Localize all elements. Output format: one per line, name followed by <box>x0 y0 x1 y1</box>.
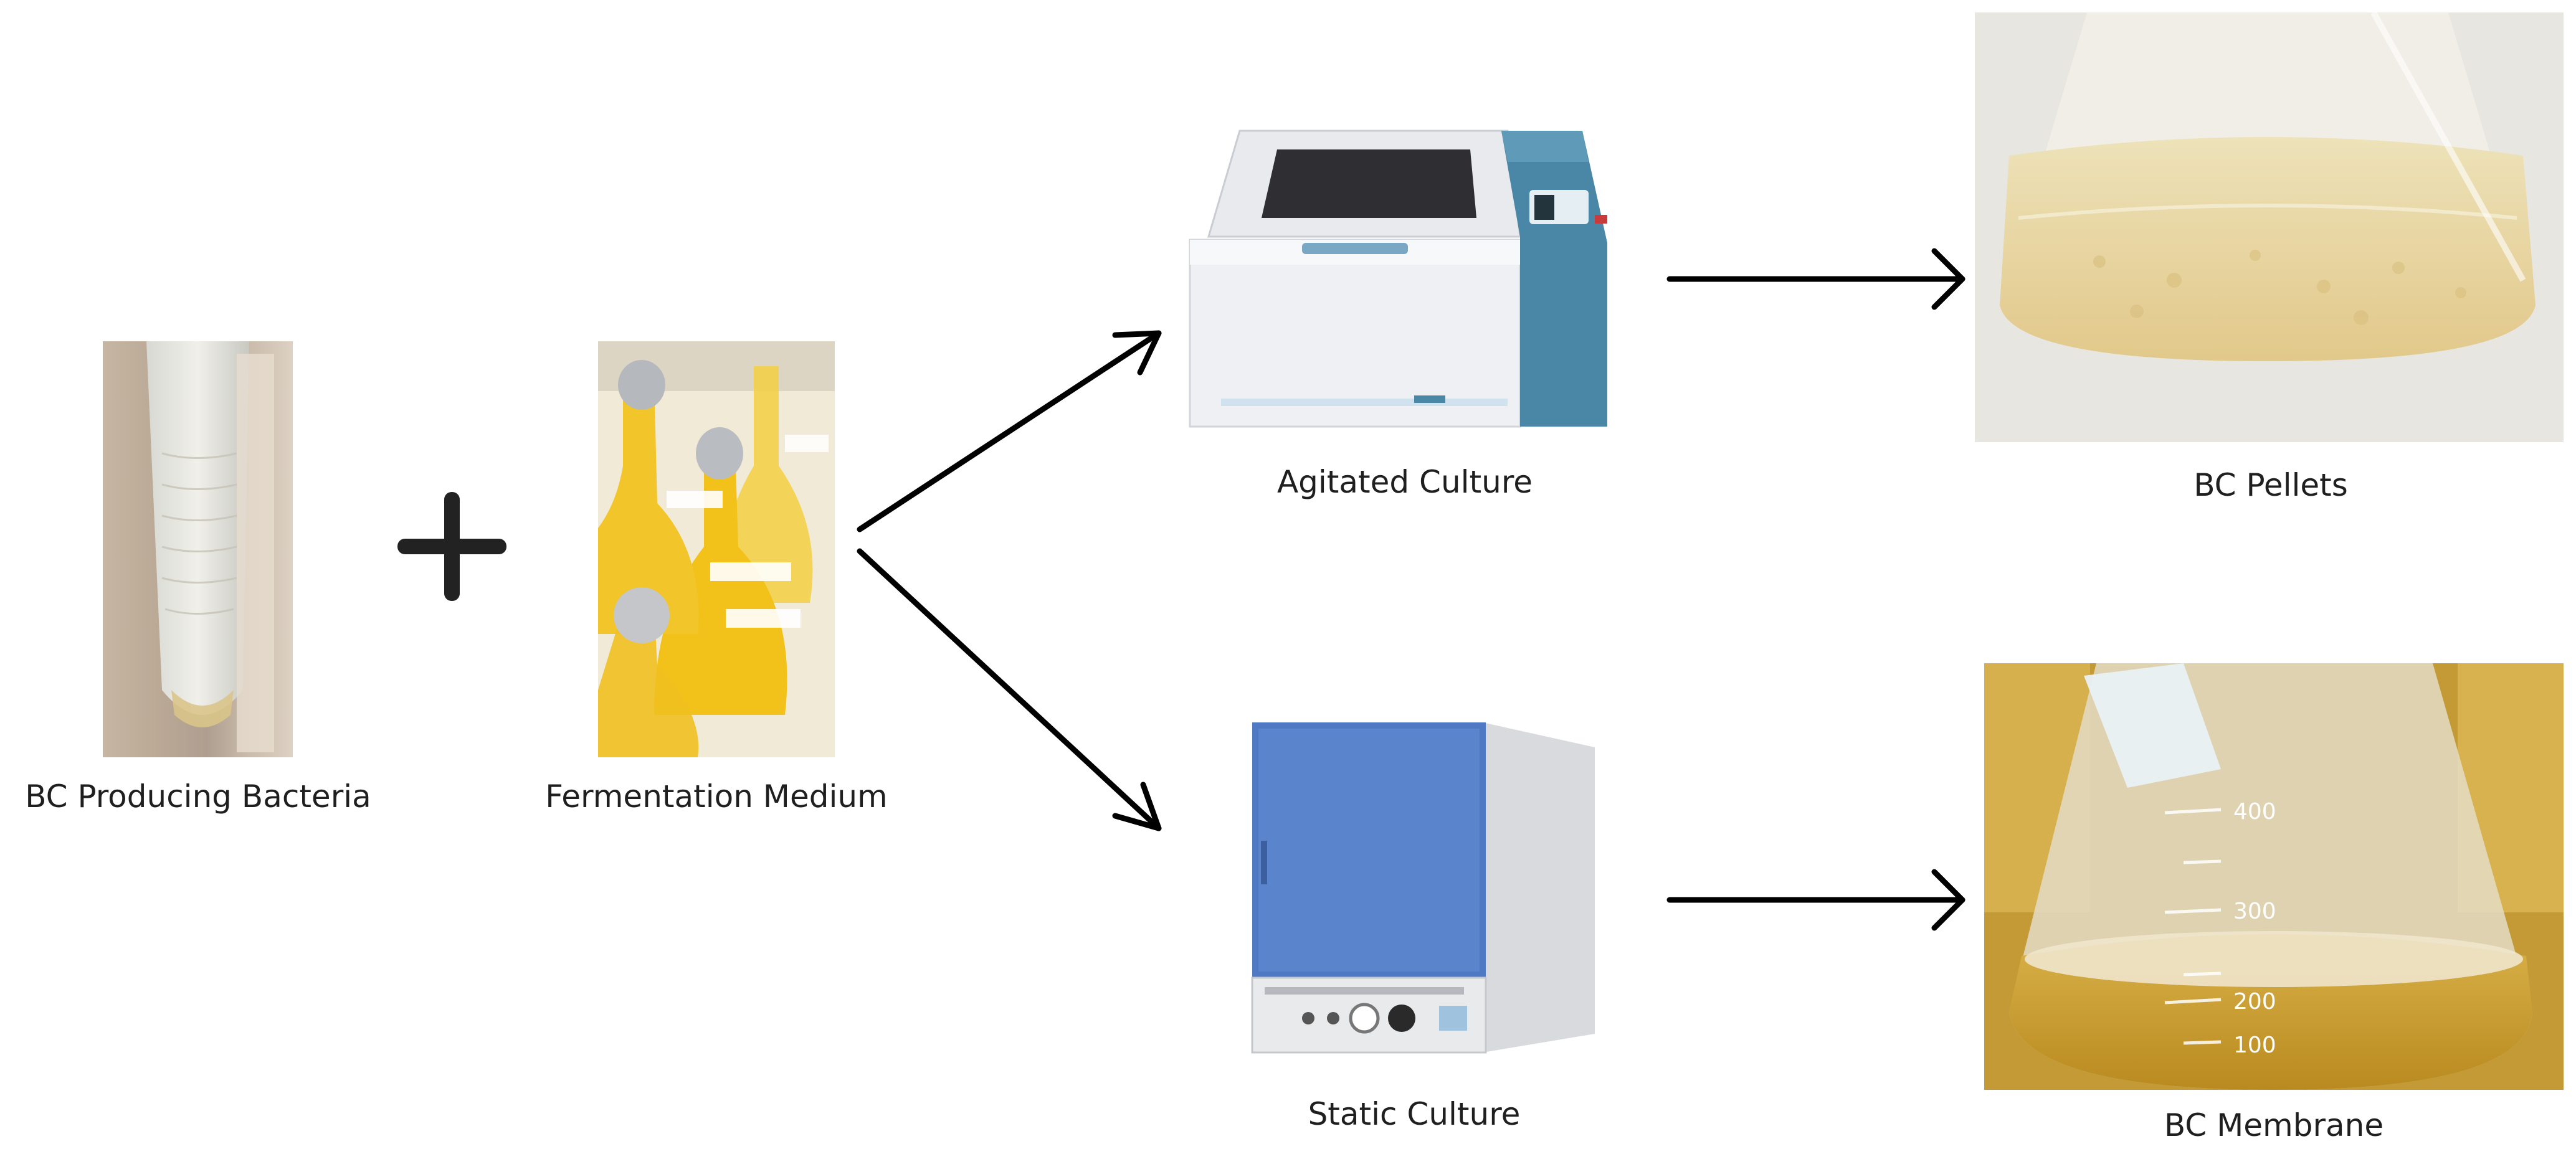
static-culture-label: Static Culture <box>1308 1096 1521 1132</box>
beaker-mark-300: 300 <box>2233 899 2276 924</box>
plus-icon <box>397 492 506 601</box>
static-incubator-image <box>1240 716 1601 1065</box>
arrow-to-agitated-icon <box>857 330 1162 532</box>
agitated-culture-label: Agitated Culture <box>1276 464 1533 500</box>
arrow-to-static-icon <box>857 548 1162 831</box>
beaker-mark-100: 100 <box>2233 1033 2276 1058</box>
fermentation-medium-photo <box>598 341 835 757</box>
fermentation-medium-label: Fermentation Medium <box>545 778 888 815</box>
bc-pellets-label: BC Pellets <box>2193 467 2348 503</box>
arrow-to-membrane-icon <box>1666 869 1965 931</box>
bc-membrane-photo: 400 300 200 100 <box>1984 663 2564 1090</box>
beaker-mark-200: 200 <box>2233 989 2276 1014</box>
shaker-incubator-image <box>1184 125 1632 436</box>
bc-pellets-photo <box>1975 12 2564 442</box>
bacteria-label: BC Producing Bacteria <box>25 778 371 815</box>
beaker-mark-400: 400 <box>2233 799 2276 825</box>
arrow-to-pellets-icon <box>1666 248 1965 310</box>
bc-membrane-label: BC Membrane <box>2164 1107 2384 1143</box>
bacteria-tube-photo <box>103 341 293 757</box>
